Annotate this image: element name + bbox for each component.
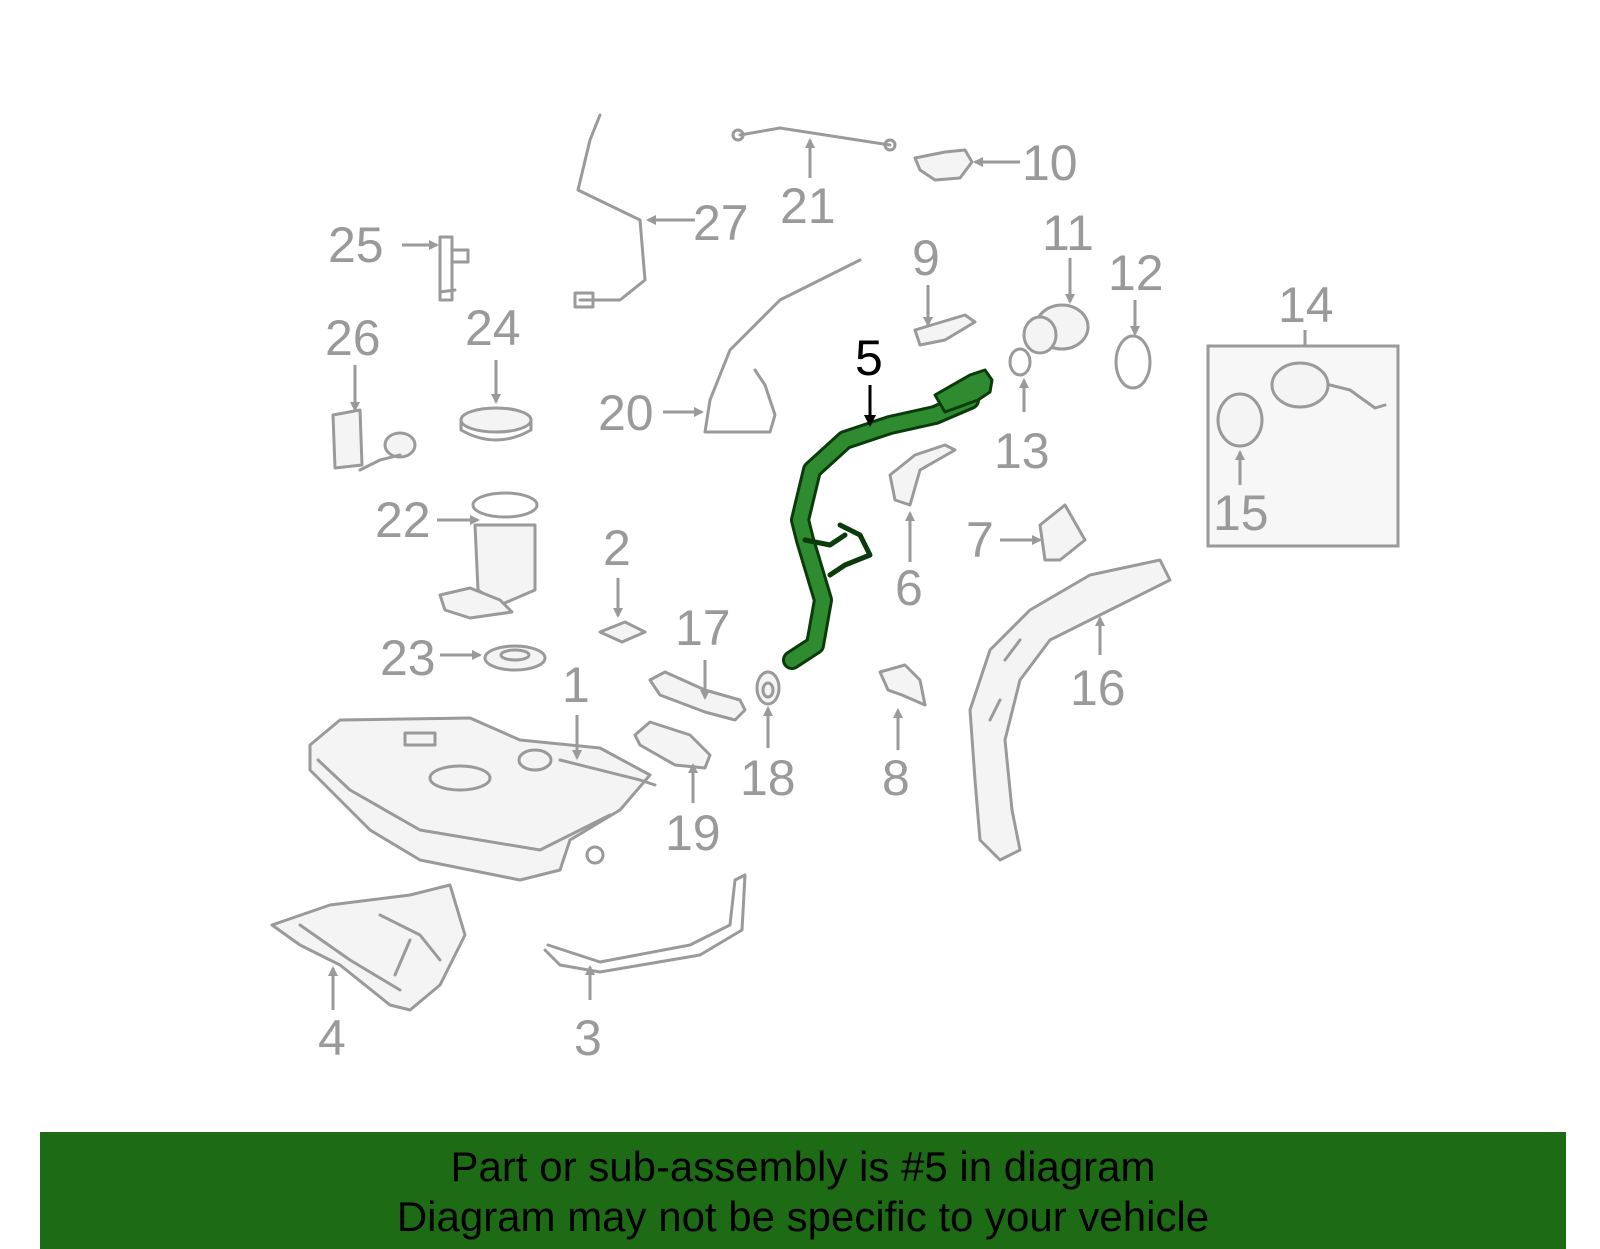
- part-22-fuel-pump: [438, 491, 539, 620]
- part-27-fuel-line: [573, 113, 647, 309]
- footer-line-1: Part or sub-assembly is #5 in diagram: [450, 1143, 1156, 1190]
- callout-1: 1: [562, 657, 590, 713]
- callout-2: 2: [603, 520, 631, 576]
- footer-banner: Part or sub-assembly is #5 in diagram Di…: [40, 1132, 1566, 1249]
- part-10-clip: [913, 148, 974, 182]
- part-23-gasket: [483, 644, 547, 672]
- leader-arrows: [328, 138, 1307, 1010]
- callout-27: 27: [693, 195, 749, 251]
- part-24-lock-ring: [459, 406, 533, 442]
- part-4-heat-shield: [270, 883, 467, 1012]
- part-3-strap: [543, 873, 747, 974]
- part-6-bracket: [888, 443, 957, 507]
- callout-20: 20: [598, 385, 654, 441]
- part-25-bracket: [438, 235, 470, 302]
- callout-15: 15: [1213, 485, 1269, 541]
- callout-19: 19: [665, 805, 721, 861]
- part-15-seal: [1216, 392, 1264, 448]
- callout-3: 3: [574, 1010, 602, 1066]
- part-12-o-ring: [1114, 334, 1152, 390]
- part-5-filler-pipe-highlighted: [782, 368, 994, 670]
- callout-22: 22: [375, 492, 431, 548]
- callout-17: 17: [675, 600, 731, 656]
- callout-18: 18: [740, 750, 796, 806]
- part-26-sensor: [331, 408, 417, 472]
- part-21-vent-tube: [731, 126, 897, 152]
- callout-23: 23: [380, 630, 436, 686]
- part-7-bracket: [1038, 503, 1087, 562]
- callout-4: 4: [318, 1010, 346, 1066]
- part-1-fuel-tank: [308, 716, 657, 882]
- part-18-clamp: [755, 670, 781, 706]
- callout-11: 11: [1042, 205, 1094, 261]
- callout-5: 5: [855, 330, 883, 386]
- part-16-fender-liner: [968, 558, 1172, 862]
- part-17-hose: [648, 670, 747, 722]
- callout-8: 8: [882, 750, 910, 806]
- part-13-ring: [1008, 347, 1032, 377]
- callout-9: 9: [912, 230, 940, 286]
- callout-7: 7: [966, 512, 994, 568]
- part-11-filler-housing: [1022, 303, 1090, 355]
- callout-26: 26: [325, 310, 381, 366]
- part-2-pad: [598, 620, 647, 644]
- part-20-hose: [703, 258, 862, 434]
- part-19-hose: [633, 720, 712, 770]
- part-8-bracket: [878, 663, 927, 707]
- callout-6: 6: [895, 560, 923, 616]
- callout-13: 13: [994, 423, 1050, 479]
- callout-16: 16: [1070, 660, 1126, 716]
- part-9-bracket: [913, 313, 977, 347]
- callout-24: 24: [465, 300, 521, 356]
- callout-10: 10: [1022, 135, 1078, 191]
- callout-12: 12: [1108, 245, 1164, 301]
- footer-line-2: Diagram may not be specific to your vehi…: [396, 1193, 1210, 1240]
- callout-labels: 1 2 3 4 5 6 7 8 9 10 11 12 13 14 15 16 1…: [318, 135, 1334, 1066]
- callout-14: 14: [1278, 277, 1334, 333]
- callout-21: 21: [780, 178, 836, 234]
- callout-25: 25: [328, 217, 384, 273]
- part-14-fuel-cap: [1270, 361, 1387, 410]
